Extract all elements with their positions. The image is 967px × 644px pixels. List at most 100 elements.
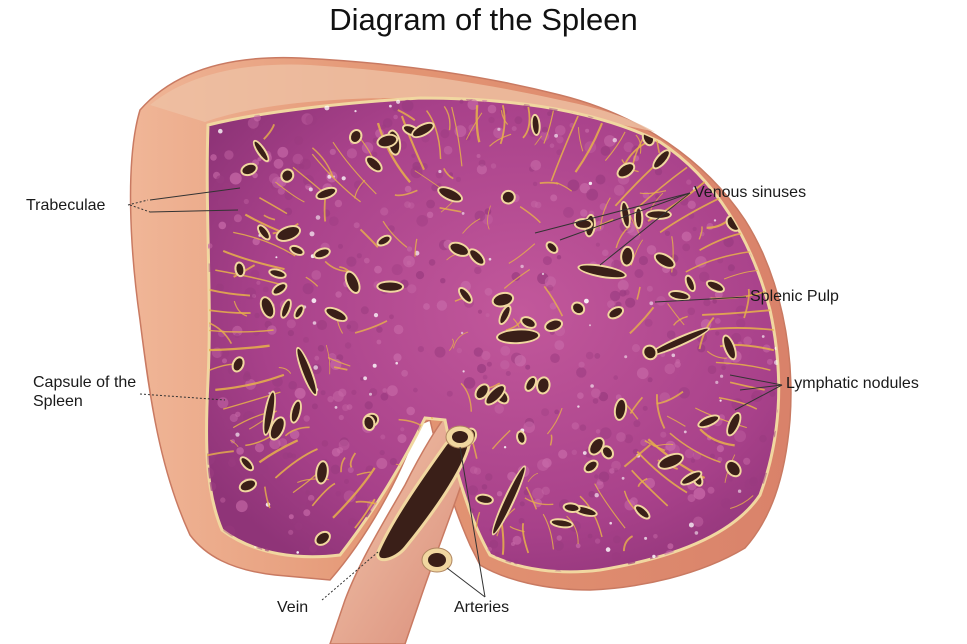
pulp-nodule	[693, 517, 703, 527]
pulp-nodule	[303, 283, 314, 294]
label-capsule: Capsule of the Spleen	[33, 373, 153, 411]
lymphatic-nodule-dot	[342, 176, 346, 180]
pulp-nodule	[477, 364, 486, 373]
pulp-nodule	[616, 432, 626, 442]
pulp-nodule	[487, 547, 492, 552]
pulp-nodule	[770, 391, 776, 397]
pulp-nodule	[682, 232, 692, 242]
lymphatic-nodule-dot	[652, 555, 655, 558]
pulp-nodule	[637, 368, 649, 380]
lymphatic-nodule-dot	[309, 187, 313, 191]
lymphatic-nodule-dot	[335, 406, 338, 409]
pulp-nodule	[486, 313, 490, 317]
pulp-nodule	[667, 543, 673, 549]
pulp-nodule	[236, 500, 248, 512]
pulp-nodule	[602, 250, 609, 257]
pulp-nodule	[773, 220, 777, 224]
pulp-nodule	[731, 147, 741, 157]
pulp-nodule	[310, 515, 319, 524]
pulp-nodule	[665, 231, 670, 236]
label-splenic-pulp: Splenic Pulp	[750, 287, 839, 306]
pulp-nodule	[600, 427, 612, 439]
pulp-nodule	[697, 344, 705, 352]
pulp-nodule	[760, 204, 768, 212]
pulp-nodule	[345, 342, 351, 348]
pulp-nodule	[778, 245, 787, 254]
lymphatic-nodule-dot	[590, 384, 594, 388]
pulp-nodule	[311, 270, 321, 280]
pulp-nodule	[335, 200, 342, 207]
pulp-nodule	[287, 319, 296, 328]
lymphatic-nodule-dot	[714, 219, 716, 221]
pulp-nodule	[331, 465, 341, 475]
pulp-nodule	[591, 388, 601, 398]
pulp-nodule	[782, 100, 786, 104]
pulp-nodule	[380, 435, 385, 440]
pulp-nodule	[728, 477, 733, 482]
pulp-nodule	[394, 325, 404, 335]
pulp-nodule	[596, 429, 601, 434]
lymphatic-nodule-dot	[715, 381, 718, 384]
pulp-nodule	[736, 319, 745, 328]
pulp-nodule	[288, 381, 297, 390]
pulp-nodule	[691, 459, 695, 463]
lymphatic-nodule-dot	[606, 547, 611, 552]
lymphatic-nodule-dot	[438, 170, 441, 173]
pulp-nodule	[427, 212, 433, 218]
pulp-nodule	[542, 458, 552, 468]
pulp-nodule	[748, 202, 758, 212]
pulp-nodule	[339, 415, 344, 420]
pulp-nodule	[381, 393, 389, 401]
pulp-nodule	[717, 445, 724, 452]
pulp-nodule	[671, 118, 681, 128]
label-lymphatic-nodules: Lymphatic nodules	[786, 374, 919, 393]
lymphatic-nodule-dot	[672, 354, 676, 358]
pulp-nodule	[635, 269, 644, 278]
pulp-nodule	[234, 214, 242, 222]
pulp-nodule	[485, 288, 493, 296]
pulp-nodule	[456, 177, 461, 182]
venous-sinus	[681, 102, 755, 143]
pulp-nodule	[318, 345, 325, 352]
trabecula-strand	[452, 521, 458, 553]
pulp-nodule	[708, 487, 715, 494]
pulp-nodule	[770, 107, 782, 119]
pulp-nodule	[463, 568, 468, 573]
pulp-nodule	[354, 222, 360, 228]
pulp-nodule	[694, 488, 706, 500]
pulp-nodule	[734, 430, 746, 442]
lymphatic-nodule-dot	[689, 523, 694, 528]
pulp-nodule	[295, 522, 303, 530]
pulp-nodule	[494, 404, 504, 414]
pulp-nodule	[594, 474, 598, 478]
pulp-nodule	[693, 227, 697, 231]
pulp-nodule	[767, 359, 773, 365]
pulp-nodule	[500, 346, 510, 356]
pulp-nodule	[284, 208, 292, 216]
pulp-nodule	[387, 385, 398, 396]
lymphatic-nodule-dot	[235, 433, 239, 437]
pulp-nodule	[531, 201, 538, 208]
pulp-nodule	[656, 296, 666, 306]
pulp-nodule	[743, 458, 750, 465]
lymphatic-nodule-dot	[463, 370, 465, 372]
pulp-nodule	[357, 253, 362, 258]
lymphatic-nodule-dot	[504, 446, 506, 448]
pulp-nodule	[500, 360, 509, 369]
pulp-nodule	[229, 457, 235, 463]
pulp-nodule	[515, 355, 526, 366]
pulp-nodule	[601, 146, 611, 156]
pulp-nodule	[338, 244, 343, 249]
pulp-nodule	[531, 160, 542, 171]
pulp-nodule	[423, 303, 430, 310]
pulp-nodule	[577, 392, 584, 399]
pulp-nodule	[303, 337, 309, 343]
pulp-nodule	[243, 373, 251, 381]
pulp-nodule	[595, 538, 600, 543]
artery-upper-lumen	[452, 431, 468, 443]
pulp-nodule	[519, 518, 525, 524]
pulp-nodule	[612, 552, 621, 561]
leader-artery-b	[447, 568, 485, 597]
lymphatic-nodule-dot	[363, 376, 367, 380]
pulp-nodule	[457, 348, 462, 353]
